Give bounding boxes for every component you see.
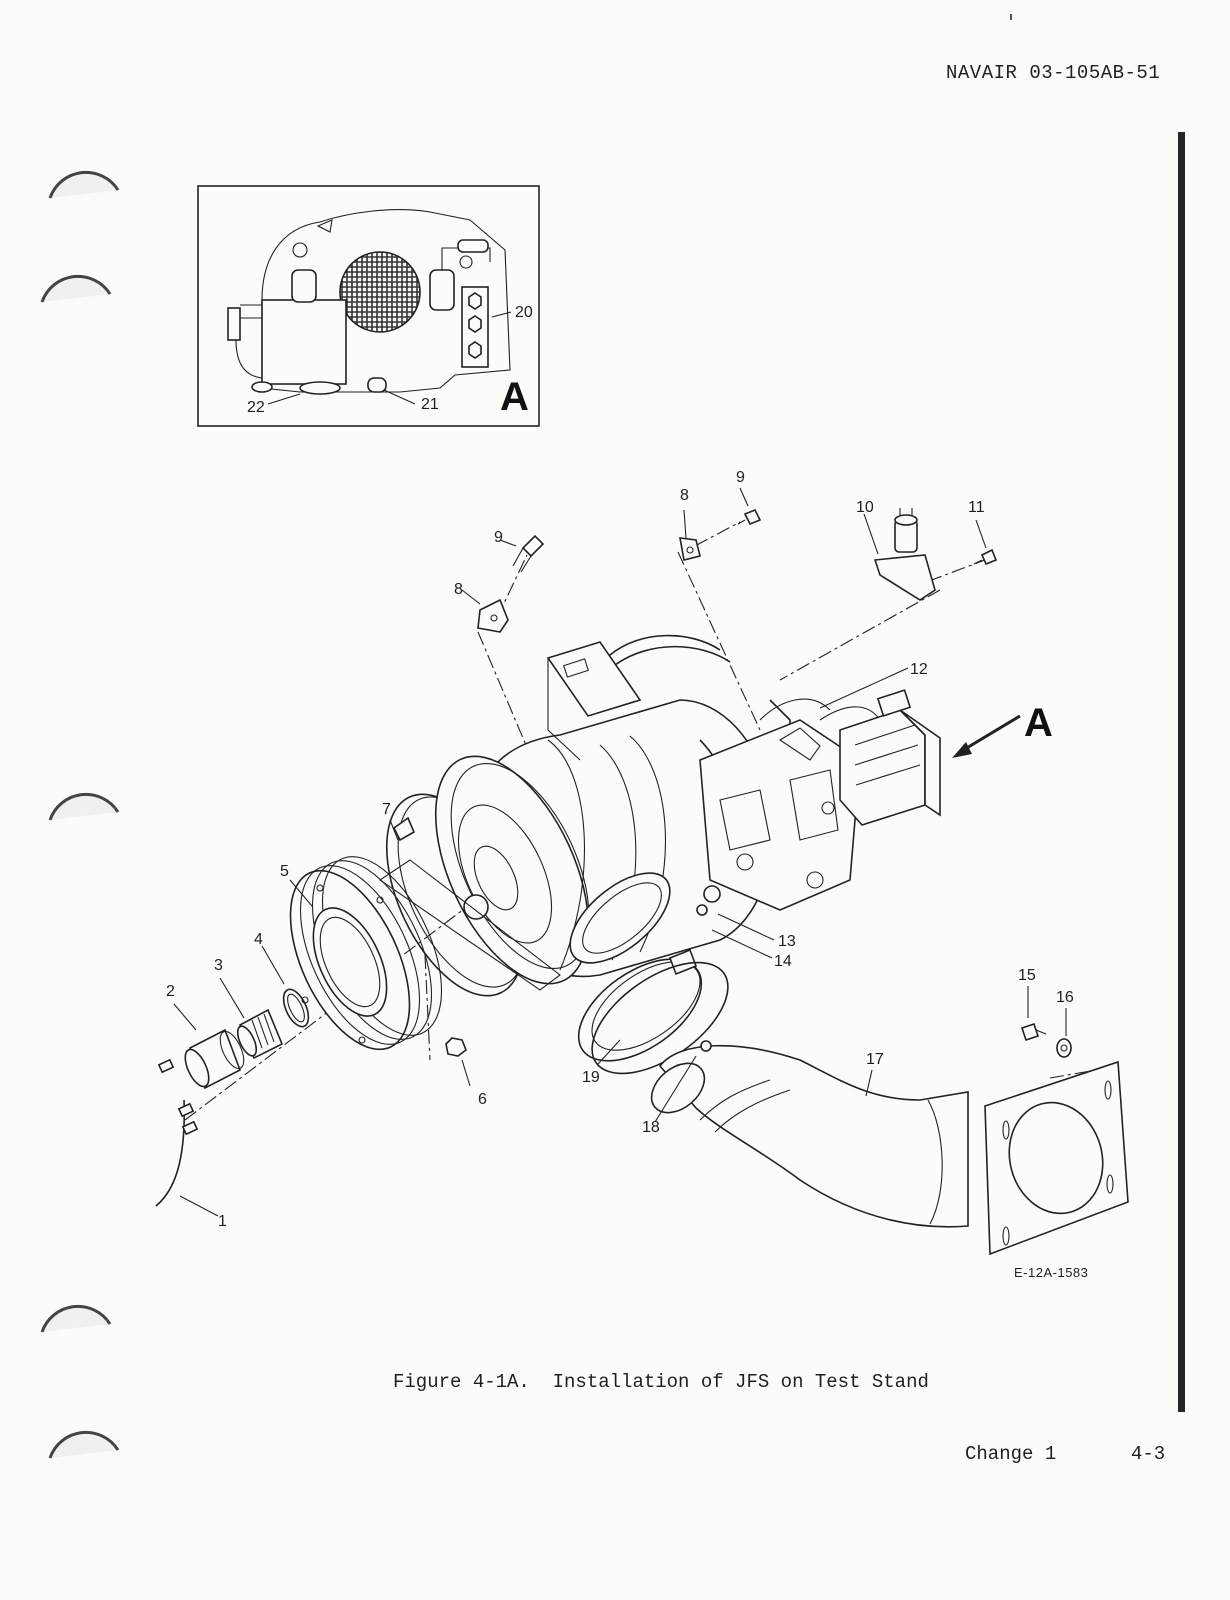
callout-6: 6 [478,1091,487,1108]
callout-10: 10 [856,499,874,516]
callout-15: 15 [1018,967,1036,984]
exhaust-elbow-17 [650,1040,969,1228]
punch-hole-3 [48,792,120,821]
punch-hole-5 [48,1430,120,1459]
callout-7: 7 [382,801,391,818]
main-view-letter: A [1024,701,1053,745]
callout-5: 5 [280,863,289,880]
callout-11: 11 [968,499,985,516]
callout-20: 20 [515,304,533,321]
punch-hole-1 [48,170,120,199]
callout-9-left: 9 [494,529,503,546]
hose-clamp-14 [577,948,703,1062]
mounting-plate [984,1060,1129,1256]
punch-hole-4 [40,1304,112,1333]
figure-code: E-12A-1583 [1014,1265,1089,1280]
stray-mark [1010,14,1012,20]
studs [157,1058,199,1136]
callout-19: 19 [582,1069,600,1086]
solenoid-bracket-10 [873,508,936,601]
callout-21: 21 [421,396,439,413]
callout-4: 4 [254,931,263,948]
callout-3: 3 [214,957,223,974]
sleeve-part-2 [184,1028,245,1090]
callout-18: 18 [642,1119,660,1136]
callout-14: 14 [774,953,792,970]
punch-hole-2 [40,274,112,303]
callout-1: 1 [218,1213,227,1230]
adapter-plate-5 [289,856,443,1051]
inset-view-letter: A [500,375,529,419]
callout-16: 16 [1056,989,1074,1006]
binding-edge-bar [1178,132,1185,1412]
callout-2: 2 [166,983,175,1000]
callout-8-right: 8 [680,487,689,504]
callout-17: 17 [866,1051,884,1068]
callout-13: 13 [778,933,796,950]
callout-22: 22 [247,399,265,416]
jfs-engine [379,634,941,991]
callout-9-right: 9 [736,469,745,486]
callout-8-left: 8 [454,581,463,598]
coupling-part-3 [236,1008,284,1060]
main-exploded-view [155,487,1129,1256]
document-number: NAVAIR 03-105AB-51 [946,62,1161,84]
callout-12: 12 [910,661,928,678]
page-number: 4-3 [1131,1443,1166,1465]
figure-caption: Figure 4-1A. Installation of JFS on Test… [393,1371,929,1393]
inset-view-a [197,185,540,427]
change-number: Change 1 [965,1443,1057,1465]
